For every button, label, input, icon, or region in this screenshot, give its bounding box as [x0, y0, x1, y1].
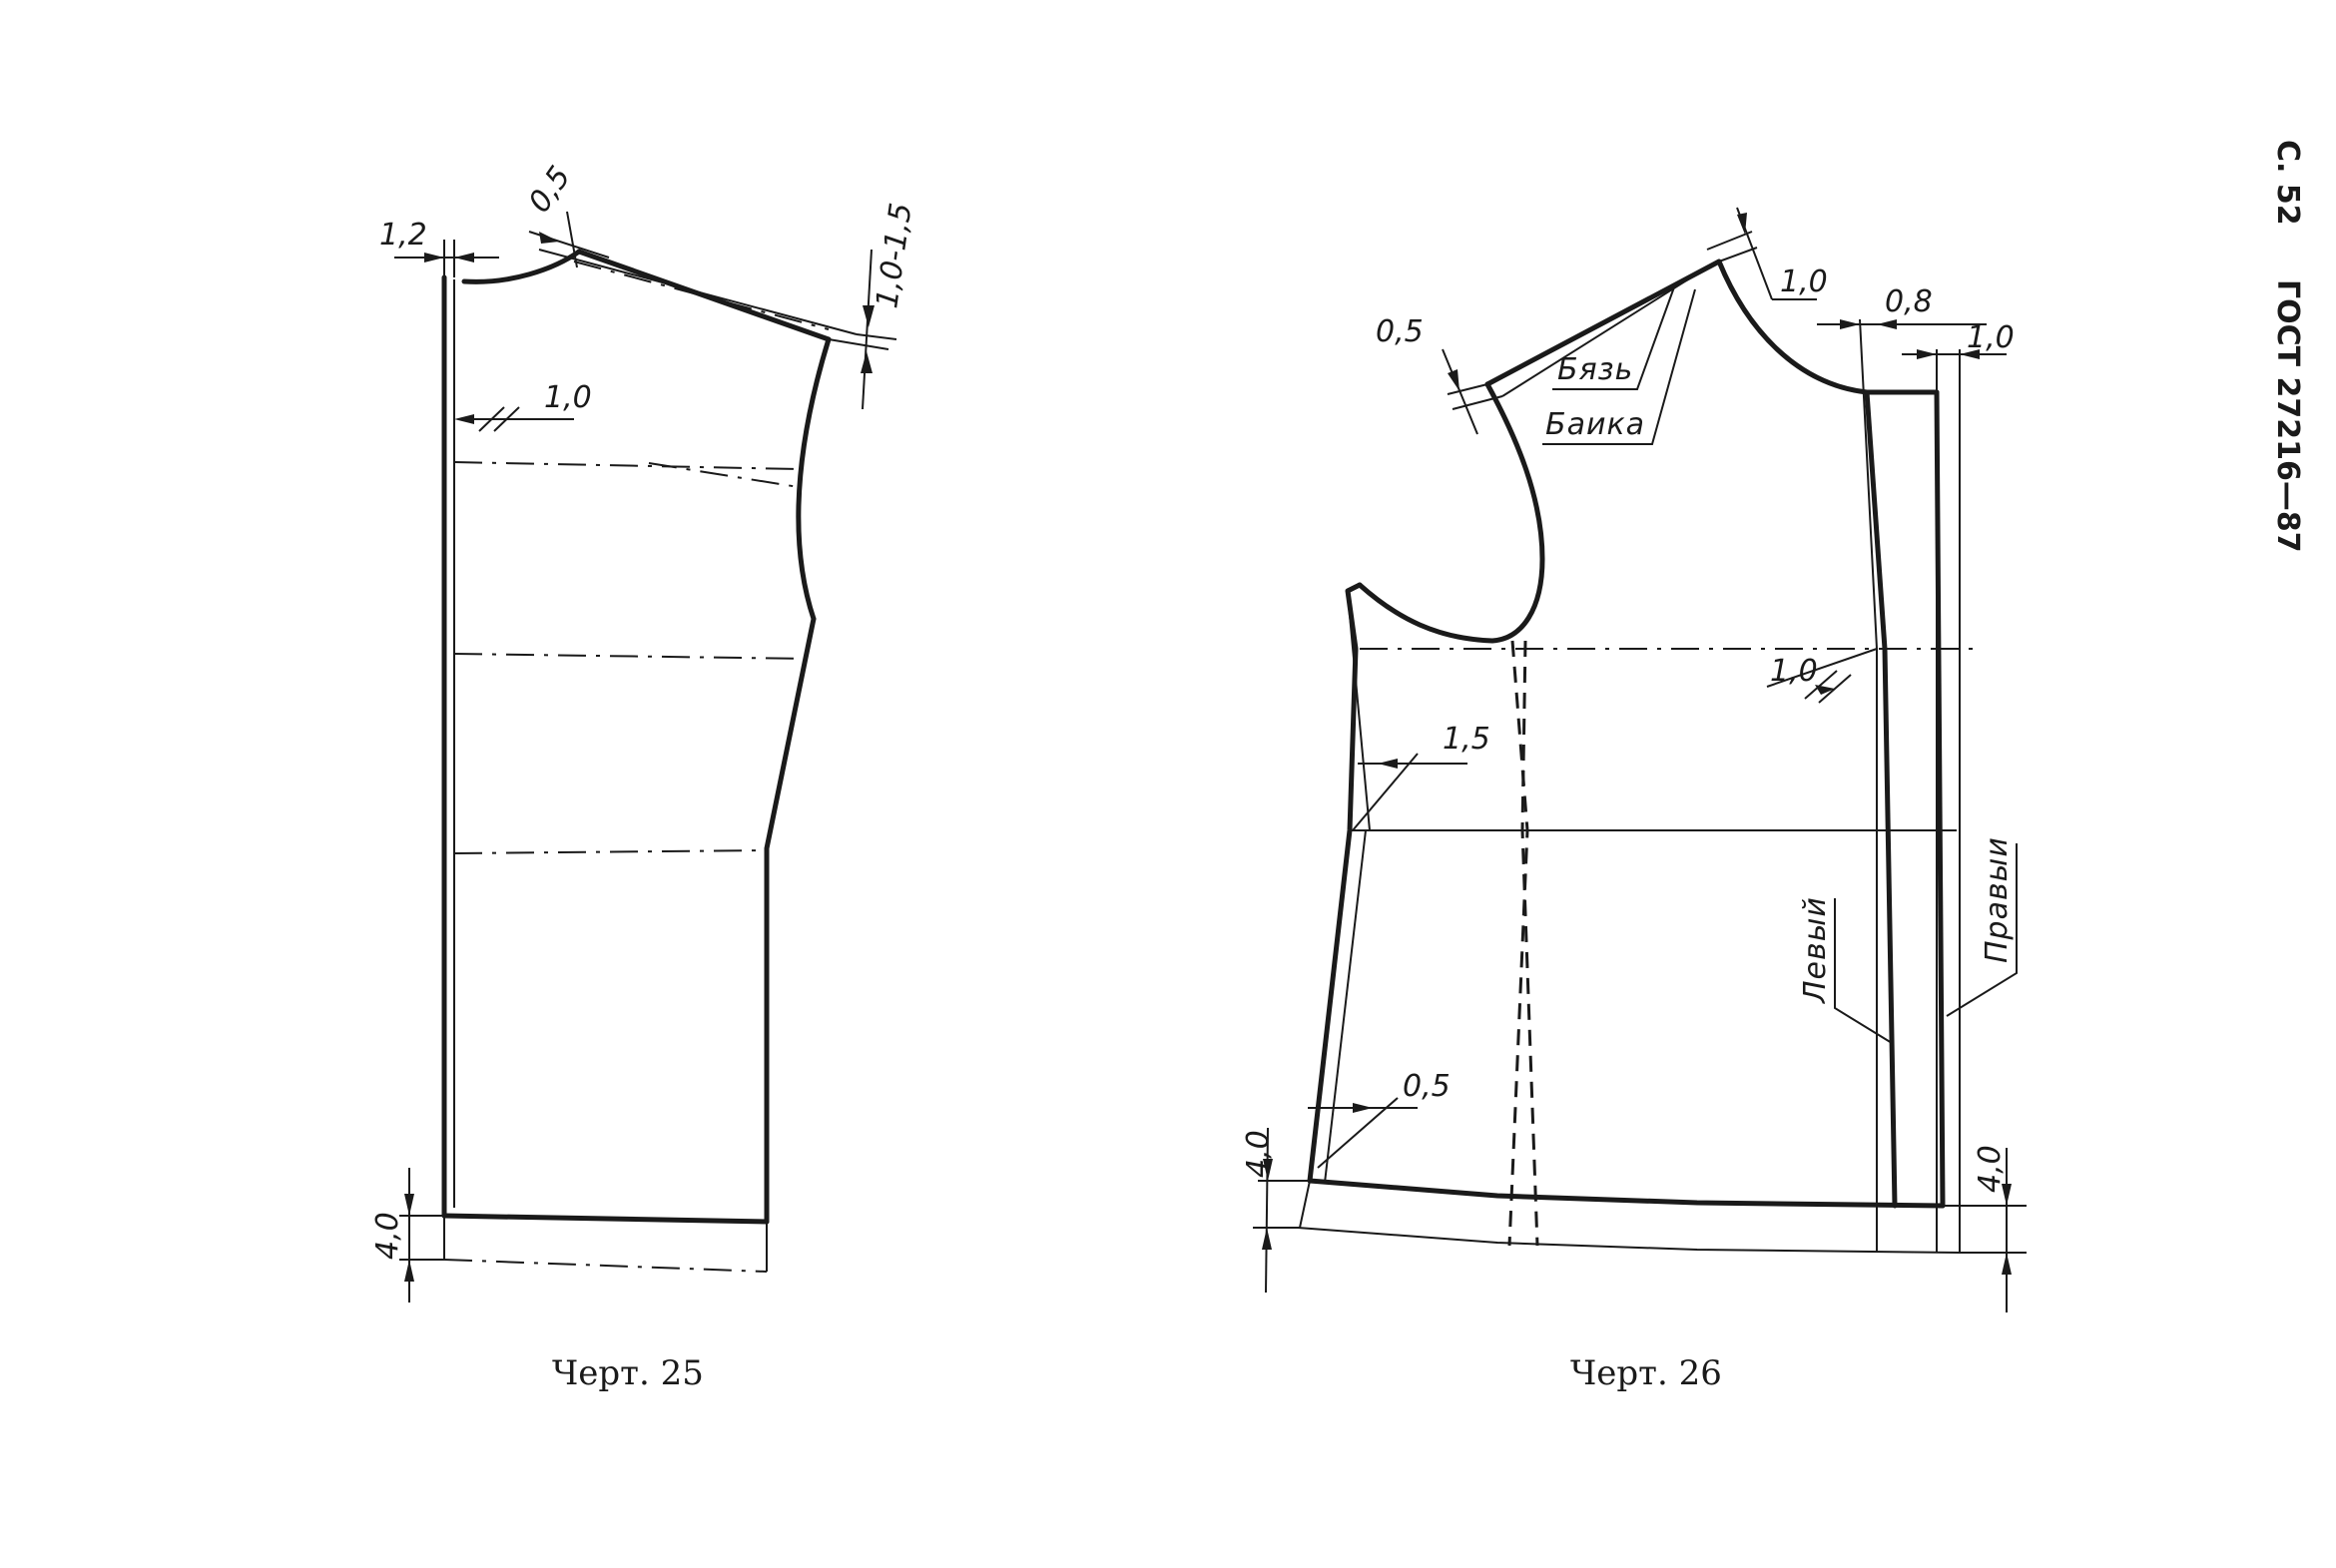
fig26-dim-0-5-ext1: [1447, 383, 1488, 395]
fig25-dim-1-2-arrow2: [454, 253, 474, 262]
fig26-dim-1-0-top-ext1: [1718, 247, 1758, 262]
fig26-label-fabric1: Бязь: [1557, 352, 1633, 387]
page-number: С. 52: [2270, 140, 2305, 226]
fig26-dim-4-0-left-line: [1265, 1127, 1269, 1294]
fig26-dim-4-0-left-arrow1: [1263, 1159, 1273, 1181]
fig26-dim-4-0-left-arrow2: [1262, 1228, 1272, 1250]
fig25-dim-1-0-tick2: [493, 406, 520, 432]
fig26-dim-0-8-arrow2: [1877, 319, 1897, 329]
fig26-dim-0-5-arrow: [1448, 369, 1460, 391]
fig25-dim-0-5-text: 0,5: [522, 160, 578, 219]
fig26-dim-1-5-text: 1,5: [1443, 722, 1490, 757]
fig26-side-inner: [1324, 829, 1367, 1184]
fig26-hem: [1307, 1178, 1946, 1209]
fig25-dim-1-2-text: 1,2: [379, 218, 427, 253]
fig26-label-left: Левый: [1798, 896, 1833, 1004]
fig25-dim-0-5-arrow: [539, 232, 559, 244]
fig26-neck: [1716, 259, 1940, 395]
fig25-outline-hem: [441, 1213, 770, 1225]
fig26-dim-0-5-low-line: [1317, 1097, 1399, 1169]
fig25-inner-shoulder: [538, 249, 858, 335]
fig26-dim-0-5-text: 0,5: [1376, 314, 1424, 349]
fig26-label-fabric1-leader: [1552, 283, 1676, 390]
fig26-dim-1-0-chest-arrow: [1815, 685, 1835, 695]
fig25-dim-1-0-1-5-ext1: [828, 338, 889, 350]
fig25-dim-1-0-1-5-text: 1,0-1,5: [870, 201, 918, 310]
fig26-dim-1-5-arrow: [1378, 759, 1398, 769]
fig25-outline-side: [764, 616, 817, 1225]
fig26-dim-1-0-chest-text: 1,0: [1770, 654, 1818, 689]
fig26-dim-1-0-top-arrow: [1737, 213, 1747, 235]
fig25-hip-line: [453, 849, 765, 854]
fig26-hem-allowance: [1297, 1227, 1961, 1254]
fig26-dim-1-0-chest-tick1: [1804, 670, 1838, 700]
fig26-dim-0-8-text: 0,8: [1885, 284, 1933, 319]
fig25-hem-allowance: [443, 1259, 768, 1273]
fig26-dim-1-5-line: [1352, 753, 1419, 831]
fig26-dim-1-0-top-text: 1,0: [1780, 264, 1828, 299]
fig26-label-right: Правыи: [1980, 836, 2015, 963]
fig26-shoulder: [1484, 259, 1722, 387]
fig26-side-dart-1: [1507, 640, 1529, 1247]
fig26-side-allow: [1347, 593, 1371, 831]
fig25-dim-4-0-text: 4,0: [370, 1212, 405, 1260]
fig25-inner-shoulder-dash: [573, 261, 830, 330]
fig25-chest-curve: [648, 462, 800, 488]
fig25-dim-1-2-arrow1: [424, 253, 444, 262]
figure-26: 0,5 1,0 0,8 1,0 1,0 1,5 0,5: [1241, 207, 2027, 1393]
fig26-dim-0-5-line: [1442, 348, 1478, 435]
fig26-dim-1-0-right-arrow1: [1917, 349, 1937, 359]
fig25-dim-1-0-tick1: [478, 406, 505, 432]
fig25-caption: Черт. 25: [552, 1353, 704, 1393]
fig25-dim-4-0-arrow1: [404, 1194, 414, 1216]
fig26-right-allow-1: [1859, 318, 1878, 1253]
fig25-dim-1-0-1-5-arrow1: [863, 305, 875, 327]
fig25-waist-line: [453, 653, 810, 660]
fig26-front-edge-left: [1864, 389, 1898, 1209]
fig26-label-fabric2: Баика: [1545, 407, 1645, 442]
page-header: С. 52 ГОСТ 27216—87: [2270, 140, 2305, 553]
fig26-caption: Черт. 26: [1570, 1353, 1722, 1393]
fig26-dim-4-0-right-text: 4,0: [1973, 1145, 2008, 1193]
fig25-dim-1-0-text: 1,0: [544, 380, 592, 415]
fig26-dim-4-0-right-arrow2: [2002, 1253, 2012, 1275]
fig25-dim-4-0-arrow2: [404, 1260, 414, 1282]
fig25-dim-1-0-1-5-arrow2: [861, 351, 873, 373]
fig26-label-right-leader: [1946, 843, 2018, 1017]
fig26-dim-0-5-ext2: [1452, 395, 1503, 410]
fig26-dim-1-0-top-ext2: [1706, 231, 1753, 251]
fig26-dim-1-0-chest-line: [1766, 648, 1878, 688]
fig25-dim-1-0-arrow: [454, 414, 474, 424]
fig25-dim-1-0-1-5-ext2: [856, 333, 897, 340]
fig26-dim-0-5-low-text: 0,5: [1403, 1069, 1451, 1104]
standard-number: ГОСТ 27216—87: [2270, 279, 2305, 553]
fig26-label-left-leader: [1834, 898, 1893, 1044]
fig26-dim-0-8-arrow1: [1840, 319, 1860, 329]
fig26-dim-0-5-low-arrow: [1353, 1103, 1373, 1113]
figure-25: 1,2 0,5 1,0-1,5 1,0 4,0 Черт. 25: [370, 160, 919, 1393]
fig26-armhole: [1357, 381, 1545, 644]
fig25-armhole: [796, 336, 832, 622]
fig26-front-edge-right: [1934, 389, 1946, 1209]
fig26-dim-4-0-left-text: 4,0: [1241, 1130, 1276, 1178]
fig25-shoulder: [576, 249, 832, 342]
fig26-side-seam: [1307, 582, 1363, 1184]
fig25-dim-1-0-1-5-line: [862, 249, 873, 410]
fig26-side-dart-2: [1520, 640, 1539, 1247]
fig26-label-fabric2-leader: [1542, 288, 1696, 445]
fig26-hem-left-ext: [1299, 1180, 1311, 1229]
fig25-dim-0-5-ext: [566, 211, 578, 268]
fig26-dim-4-0-right-arrow1: [2002, 1184, 2012, 1206]
fig25-chest-line: [453, 461, 800, 470]
fig26-dim-1-0-right-text: 1,0: [1967, 320, 2015, 355]
fig26-dim-1-0-right-arrow2: [1960, 349, 1980, 359]
